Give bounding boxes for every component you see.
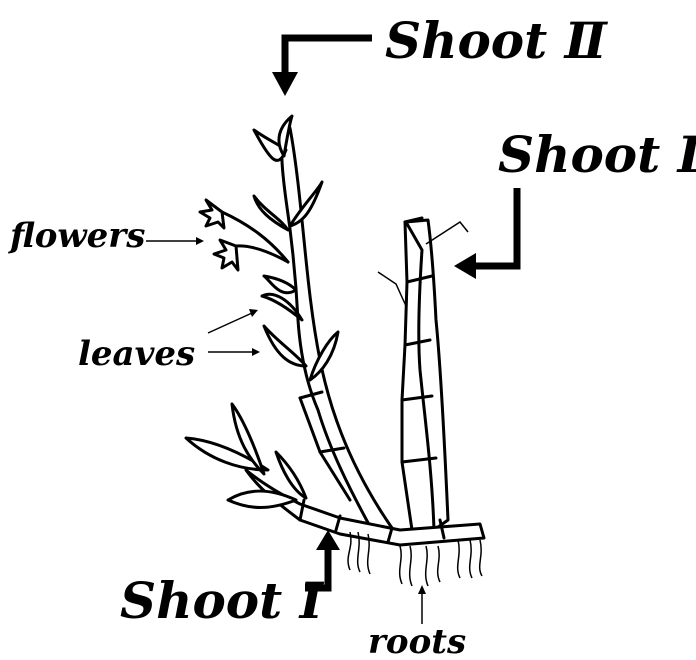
- arrow-shoot-3: [454, 188, 517, 279]
- label-shoot-2: Shoot Ⅱ: [385, 11, 609, 70]
- label-roots: roots: [368, 622, 466, 660]
- arrow-leaves-lower: [208, 348, 260, 356]
- arrow-roots: [418, 585, 426, 624]
- arrow-flowers: [146, 237, 204, 245]
- label-shoot-3: Shoot Ⅲ: [498, 125, 696, 184]
- label-leaves: leaves: [78, 334, 195, 374]
- label-shoot-1: Shoot Ⅰ: [120, 571, 325, 630]
- arrow-shoot-2: [272, 38, 372, 96]
- label-flowers: flowers: [7, 216, 145, 256]
- shoot-3-stem: [378, 218, 468, 530]
- arrow-leaves-upper: [208, 309, 258, 333]
